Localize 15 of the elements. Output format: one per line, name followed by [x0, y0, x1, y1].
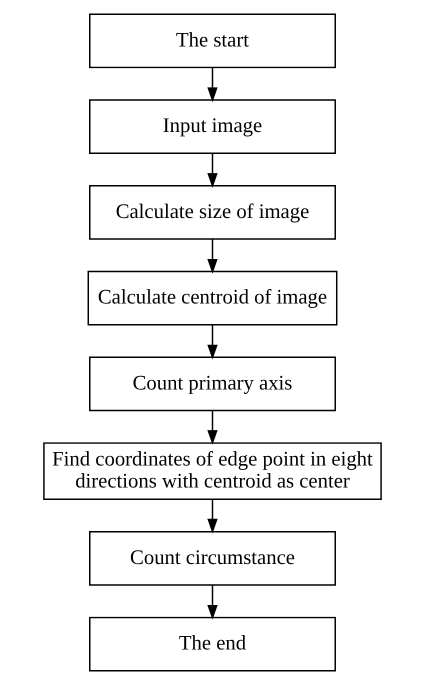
- arrow: [207, 585, 218, 620]
- node-box: Input image: [89, 99, 336, 154]
- node-box: The start: [89, 13, 336, 68]
- node-box: Calculate size of image: [89, 185, 336, 240]
- arrow: [207, 499, 218, 534]
- arrow: [207, 324, 218, 360]
- arrow: [207, 239, 218, 274]
- arrow: [207, 153, 218, 188]
- node-box: Find coordinates of edge point in eight directions with centroid as center: [43, 442, 382, 500]
- arrow: [207, 410, 218, 445]
- arrow: [207, 68, 218, 102]
- node-box: Count circumstance: [89, 531, 336, 586]
- node-box: Count primary axis: [89, 356, 336, 412]
- node-box: Calculate centroid of image: [88, 270, 338, 326]
- node-box: The end: [89, 616, 336, 672]
